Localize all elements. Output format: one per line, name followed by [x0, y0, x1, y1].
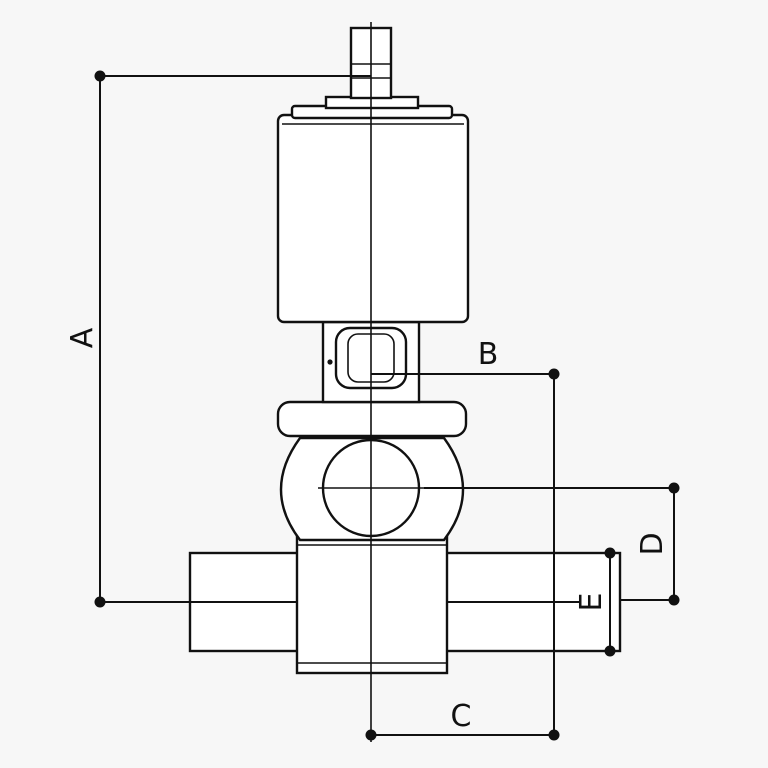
label-e: E [574, 593, 609, 612]
label-d: D [635, 532, 670, 555]
center-lines [318, 22, 424, 742]
label-a: A [65, 327, 100, 348]
pipe-centerline-marks [296, 596, 448, 608]
dimension-b: B [371, 337, 560, 735]
flange-plate [276, 400, 468, 438]
dimension-e: E [447, 547, 616, 657]
dimension-c: C [365, 699, 560, 741]
label-b: B [478, 337, 499, 372]
actuator [276, 26, 470, 324]
dimension-d: D [424, 482, 680, 606]
flange [276, 400, 468, 438]
actuator-housing [276, 113, 470, 324]
body-cylinder [295, 531, 449, 675]
dimension-a: A [65, 70, 371, 608]
lower-body [295, 531, 449, 675]
label-c: C [451, 699, 472, 734]
